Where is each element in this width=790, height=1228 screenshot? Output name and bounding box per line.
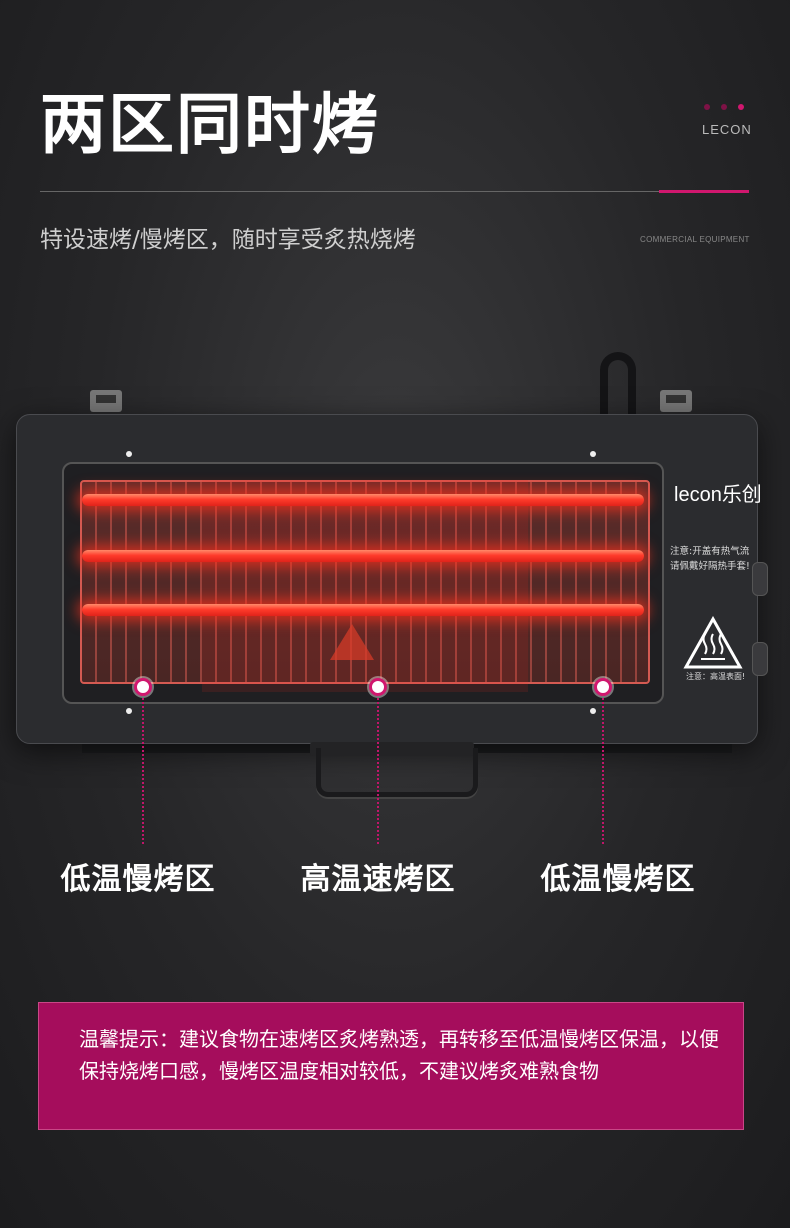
- hot-surface-label: 注意：高温表面!: [686, 672, 746, 681]
- control-knob: [752, 642, 768, 676]
- notice-line: 请佩戴好隔热手套!: [670, 561, 750, 572]
- handle-mount: [310, 742, 474, 756]
- heating-element: [82, 604, 644, 616]
- hot-surface-icon: [683, 616, 743, 669]
- high-temp-zone: [202, 480, 528, 692]
- brand-mark: LECON: [702, 122, 752, 137]
- zone-label-low-left: 低温慢烤区: [60, 862, 216, 897]
- left-latch-icon: [90, 390, 122, 412]
- warning-triangle-icon: [330, 624, 374, 660]
- screw: [126, 451, 132, 457]
- screw: [590, 708, 596, 714]
- screw: [590, 451, 596, 457]
- gas-hose: [600, 352, 636, 416]
- leader-line: [377, 694, 379, 844]
- divider-line: [40, 191, 749, 192]
- right-latch-icon: [660, 390, 692, 412]
- zone-marker-left: [134, 678, 152, 696]
- page-title: 两区同时烤: [40, 86, 380, 163]
- tagline: COMMERCIAL EQUIPMENT: [640, 235, 750, 244]
- screw: [126, 708, 132, 714]
- brand-logo: lecon乐创: [674, 484, 762, 506]
- zone-label-high: 高温速烤区: [300, 862, 456, 897]
- leader-line: [142, 694, 144, 844]
- zone-marker-right: [594, 678, 612, 696]
- divider-accent: [659, 190, 749, 193]
- drip-tray-handle: [316, 748, 478, 797]
- tip-text: 温馨提示：建议食物在速烤区炙烤熟透，再转移至低温慢烤区保温，以便保持烧烤口感，慢…: [79, 1027, 719, 1083]
- grill-window: [62, 462, 664, 704]
- tip-box: 温馨提示：建议食物在速烤区炙烤熟透，再转移至低温慢烤区保温，以便保持烧烤口感，慢…: [38, 1002, 744, 1130]
- zone-marker-center: [369, 678, 387, 696]
- safety-notice: 注意:开盖有热气流 请佩戴好隔热手套!: [670, 544, 762, 574]
- page-subtitle: 特设速烤/慢烤区，随时享受炙热烧烤: [40, 227, 416, 253]
- decorative-dots: [704, 104, 744, 110]
- control-knob: [752, 562, 768, 596]
- heating-element: [82, 494, 644, 506]
- zone-label-low-right: 低温慢烤区: [540, 862, 696, 897]
- heating-element: [82, 550, 644, 562]
- notice-line: 注意:开盖有热气流: [670, 546, 750, 557]
- leader-line: [602, 694, 604, 844]
